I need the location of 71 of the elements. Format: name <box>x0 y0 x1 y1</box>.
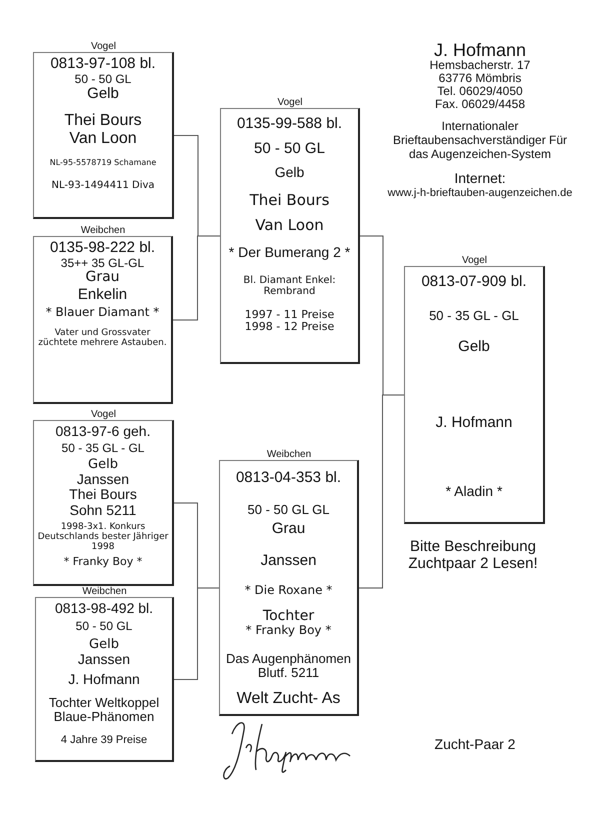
pedigree-text: 0813-04-353 bl. <box>236 470 342 486</box>
sex-label: Vogel <box>90 409 118 420</box>
note-text: J. Hofmann <box>432 40 528 60</box>
pedigree-text: Gelb <box>274 165 304 180</box>
connector-line <box>172 236 220 320</box>
pedigree-text: 50 - 50 GL <box>76 620 132 634</box>
pedigree-text: Vater und Grossvater züchtete mehrere Astauben. <box>37 328 168 349</box>
pedigree-text: * Blauer Diamant * <box>46 306 160 319</box>
pedigree-text: Gelb <box>87 86 119 102</box>
pedigree-text: Janssen <box>76 472 130 488</box>
pedigree-text: 50 - 50 GL GL <box>248 502 330 517</box>
pedigree-text: * Aladin * <box>446 484 502 500</box>
pedigree-text: 50 - 35 GL - GL <box>62 442 144 456</box>
pedigree-text: J. Hofmann <box>436 415 512 432</box>
pedigree-text: Tochter Weltkoppel Blaue-Phänomen <box>48 696 160 724</box>
sex-label: Weibchen <box>80 225 126 236</box>
note-text: Internationaler Brieftaubensachverständiger Für das Augenzeichen-System <box>392 120 568 162</box>
pedigree-text: Bl. Diamant Enkel: Rembrand <box>242 274 337 297</box>
pedigree-text: Thei Bours <box>64 112 142 130</box>
pedigree-text: Gelb <box>89 638 119 652</box>
pedigree-text: * Die Roxane * <box>244 584 332 597</box>
pedigree-text: Thei Bours <box>69 487 137 503</box>
pedigree-text: 0813-97-6 geh. <box>56 424 150 440</box>
connector-line <box>358 394 404 588</box>
pedigree-text: J. Hofmann <box>68 672 140 688</box>
pedigree-text: Grau <box>272 520 306 538</box>
pedigree-text: * Der Bumerang 2 * <box>228 245 350 261</box>
sex-label: Weibchen <box>266 449 312 460</box>
sex-label: Vogel <box>90 41 118 52</box>
pedigree-text: Enkelin <box>78 287 128 304</box>
note-text: Internet: <box>453 170 507 186</box>
web-address: www.j-h-brieftauben-augenzeichen.de <box>386 187 574 200</box>
sex-label: Vogel <box>460 255 488 266</box>
pedigree-text: 0813-07-909 bl. <box>421 274 527 290</box>
note-text: Zucht-Paar 2 <box>434 736 516 752</box>
pedigree-text: 0813-97-108 bl. <box>50 56 156 72</box>
pedigree-text: NL-95-5578719 Schamane <box>50 159 156 168</box>
pedigree-text: * Franky Boy * <box>246 624 332 638</box>
pedigree-text: Welt Zucht- As <box>236 690 340 708</box>
pedigree-text: Van Loon <box>255 216 324 234</box>
pedigree-text: 50 - 35 GL - GL <box>429 308 519 323</box>
sex-label: Vogel <box>276 97 304 108</box>
pedigree-text: Das Augenphänomen Blutf. 5211 <box>224 652 352 680</box>
pedigree-text: 50 - 50 GL <box>74 72 132 86</box>
pedigree-text: Thei Bours <box>250 192 330 209</box>
pedigree-text: Tochter <box>262 608 314 624</box>
pedigree-text: Grau <box>85 270 120 286</box>
pedigree-text: Janssen <box>260 553 316 570</box>
pedigree-text: Sohn 5211 <box>70 502 136 518</box>
note-text: Fax. 06029/4458 <box>434 98 526 112</box>
note-text: 63776 Mömbris <box>438 72 522 86</box>
pedigree-text: 50 - 50 GL <box>254 140 325 157</box>
pedigree-text: 1997 - 11 Preise <box>244 308 334 321</box>
pedigree-text: Van Loon <box>69 130 137 148</box>
note-text: Bitte Beschreibung Zuchtpaar 2 Lesen! <box>407 538 539 572</box>
note-text: Hemsbacherstr. 17 <box>428 59 532 73</box>
pedigree-text: 0135-99-588 bl. <box>236 116 342 132</box>
note-text: Tel. 06029/4050 <box>436 85 524 99</box>
pedigree-text: Janssen <box>78 652 130 668</box>
pedigree-text: 1998 - 12 Preise <box>244 320 334 333</box>
pedigree-text: NL-93-1494411 Diva <box>51 180 155 192</box>
pedigree-text: Gelb <box>88 458 118 472</box>
pedigree-text: 35++ 35 GL-GL <box>60 256 144 270</box>
pedigree-text: * Franky Boy * <box>64 556 142 568</box>
pedigree-text: 1998-3x1. Konkurs Deutschlands bester Jähriger 1998 <box>36 523 170 553</box>
pedigree-text: 0135-98-222 bl. <box>50 240 156 256</box>
connector-line <box>174 588 220 680</box>
sex-label: Weibchen <box>81 586 128 597</box>
pedigree-text: Gelb <box>458 338 490 356</box>
pedigree-text: 0813-98-492 bl. <box>54 601 154 616</box>
pedigree-text: 4 Jahre 39 Preise <box>60 734 148 746</box>
